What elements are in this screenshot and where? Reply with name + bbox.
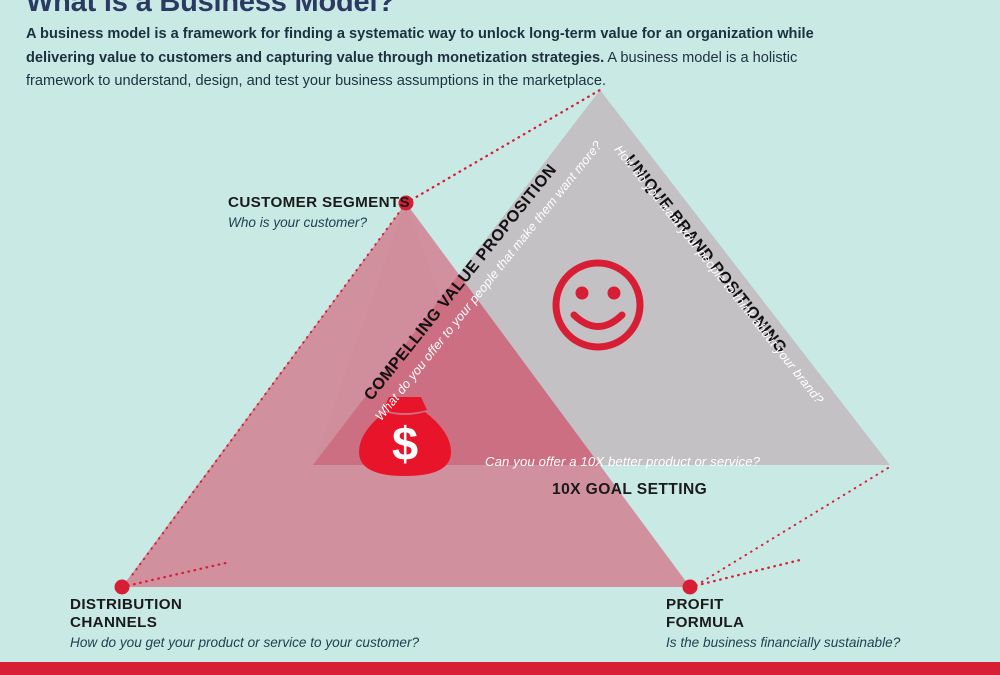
customer-segments-label: CUSTOMER SEGMENTS xyxy=(228,194,411,211)
page-title: What is a Business Model? xyxy=(26,0,395,18)
vertex-dot-profit-formula xyxy=(682,579,698,595)
edge-10x-goal-setting-question: Can you offer a 10X better product or se… xyxy=(485,454,761,469)
profit-formula-question: Is the business financially sustainable? xyxy=(666,634,901,650)
10x-goal-setting-label: 10X GOAL SETTING xyxy=(552,481,708,498)
profit-formula-label-line2: FORMULA xyxy=(666,613,745,631)
edge-10x-goal-setting[interactable]: 10X GOAL SETTING xyxy=(552,481,707,499)
intro-lead-text: A business model is a framework for find… xyxy=(26,26,814,66)
svg-text:$: $ xyxy=(392,417,418,470)
node-customer-segments[interactable]: CUSTOMER SEGMENTS Who is your customer? xyxy=(228,194,410,231)
money-bag-icon: $ xyxy=(359,397,451,476)
node-profit-formula[interactable]: PROFIT FORMULA Is the business financial… xyxy=(666,596,900,651)
dotted-line-customer-to-apex xyxy=(404,88,602,205)
dotted-line-left-side xyxy=(129,202,407,579)
smiley-face-icon xyxy=(552,259,644,351)
profit-formula-label-line1: PROFIT xyxy=(666,596,724,613)
distribution-channels-question: How do you get your product or service t… xyxy=(70,634,420,650)
vertex-dot-customer-segments xyxy=(398,195,414,211)
intro-rest-text: A business model is a holistic framework… xyxy=(26,49,798,90)
dotted-line-profit-edge xyxy=(688,558,802,589)
vertex-dot-distribution-channels xyxy=(114,579,130,595)
header-block: What is a Business Model? A business mod… xyxy=(26,0,836,94)
dotted-line-distribution-edge xyxy=(120,560,232,589)
distribution-channels-label-line1: DISTRIBUTION xyxy=(70,596,183,613)
dotted-line-right-side xyxy=(699,467,889,584)
intro-paragraph: A business model is a framework for find… xyxy=(26,23,836,94)
overlap-rose-gray xyxy=(313,203,690,465)
bottom-accent-bar xyxy=(0,662,1000,675)
customer-segments-question: Who is your customer? xyxy=(228,214,368,230)
node-distribution-channels[interactable]: DISTRIBUTION CHANNELS How do you get you… xyxy=(70,596,419,651)
overlap-region-group xyxy=(313,203,690,465)
distribution-channels-label-line2: CHANNELS xyxy=(70,613,158,631)
